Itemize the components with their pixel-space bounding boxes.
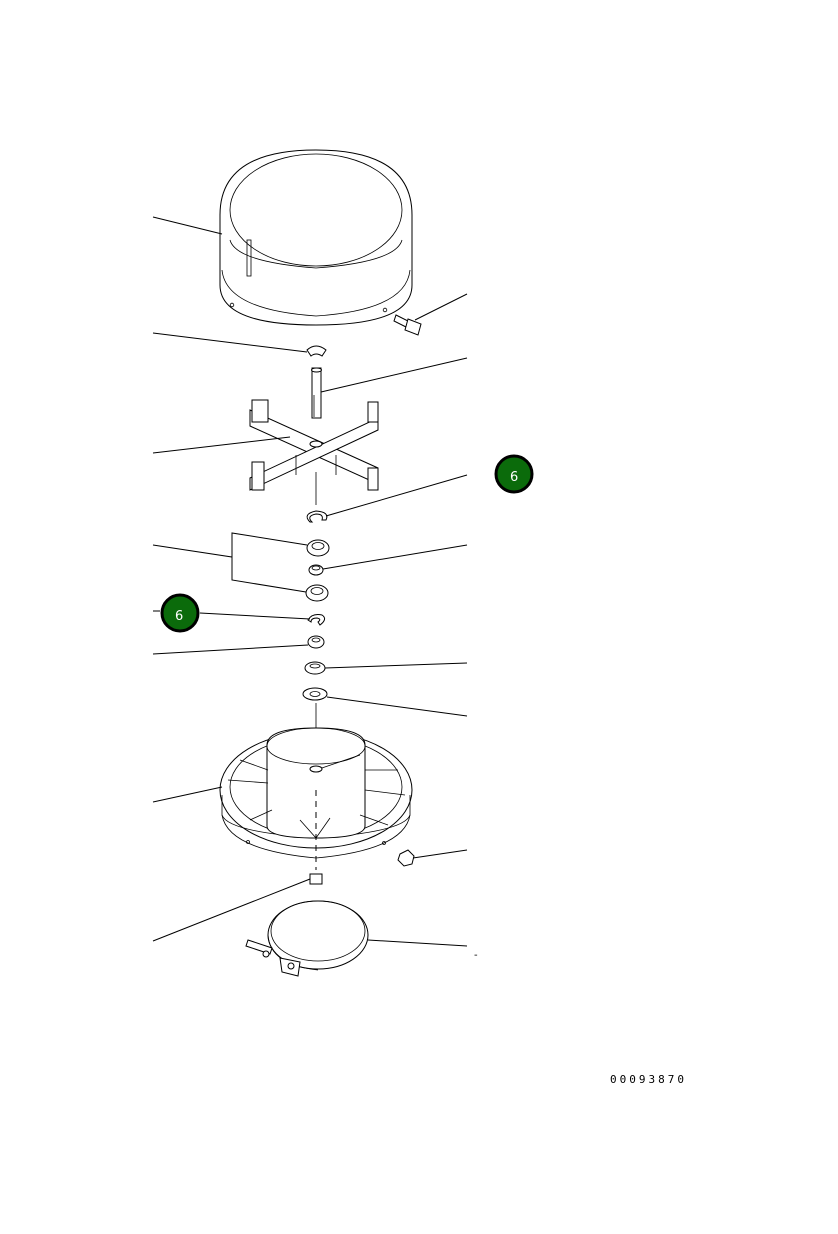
- impeller-cross-part: [249, 399, 379, 505]
- bearing-lower-part: [305, 584, 329, 602]
- shaft-part: [311, 367, 322, 419]
- drawing-code: 00093870: [610, 1073, 687, 1086]
- band-clamp-part: [245, 900, 369, 977]
- snap-ring-lower-part: [307, 614, 326, 626]
- leader-nut: [324, 662, 468, 669]
- lower-nut-part: [309, 873, 323, 885]
- callout-left-label: 6: [175, 609, 183, 624]
- callout-right-circle: [494, 454, 534, 494]
- bearing-upper-part: [306, 539, 330, 557]
- leader-impeller: [152, 436, 291, 454]
- leader-shaft: [320, 357, 468, 393]
- cover-part: [219, 149, 413, 326]
- nut-part: [304, 661, 326, 675]
- leader-spacer: [322, 544, 468, 570]
- stray-mark: -: [474, 950, 478, 961]
- leader-bearings-b: [231, 557, 307, 593]
- fan-nut-part: [397, 849, 415, 867]
- callout-right: 6: [494, 454, 534, 494]
- collar-part: [307, 635, 325, 649]
- leader-collar: [152, 644, 309, 655]
- leader-bearings-a: [152, 532, 308, 558]
- leader-fan-nut: [412, 849, 468, 859]
- leader-bolt: [414, 293, 468, 321]
- leader-lines: [152, 216, 468, 947]
- leader-snapring-upper: [325, 474, 468, 517]
- snap-ring-upper-part: [306, 510, 328, 523]
- leader-clip: [152, 332, 308, 353]
- leader-snapring-lower: [199, 612, 311, 620]
- callout-left-circle: [160, 593, 200, 633]
- leader-fan: [152, 786, 223, 803]
- small-clip-part: [306, 345, 327, 357]
- fan-part: [219, 727, 413, 870]
- leader-washer: [326, 696, 468, 717]
- callout-left: 6: [160, 593, 200, 633]
- callout-right-label: 6: [510, 470, 518, 485]
- leader-clamp: [367, 939, 468, 947]
- leader-lower-nut: [152, 878, 311, 942]
- bolt-part: [393, 314, 422, 336]
- spacer-part: [308, 564, 324, 576]
- washer-part: [302, 687, 328, 701]
- leader-cover: [152, 216, 223, 235]
